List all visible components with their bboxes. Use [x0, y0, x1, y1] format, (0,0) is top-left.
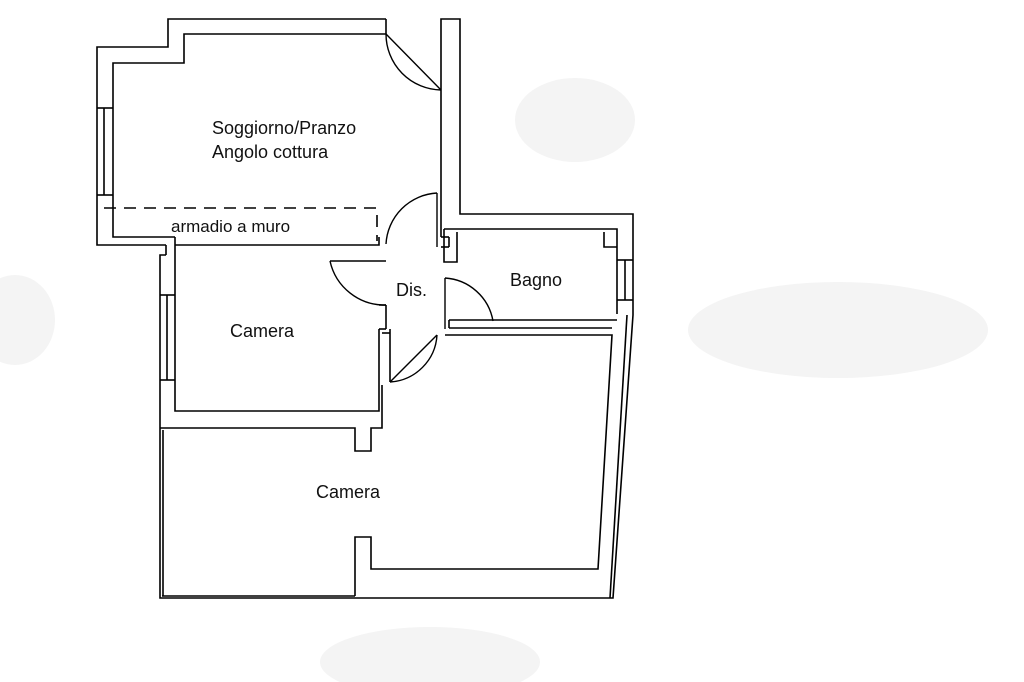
living-room-label-line1: Soggiorno/Pranzo: [212, 118, 356, 138]
walls: [96, 18, 634, 599]
bedroom1-label: Camera: [230, 321, 295, 341]
bath-label: Bagno: [510, 270, 562, 290]
doors: [329, 33, 494, 383]
living-room-label-line2: Angolo cottura: [212, 142, 329, 162]
closet-outline: [104, 207, 378, 241]
hall-label: Dis.: [396, 280, 427, 300]
watermark: [0, 78, 988, 682]
closet-label: armadio a muro: [171, 217, 290, 236]
bedroom2-label: Camera: [316, 482, 381, 502]
